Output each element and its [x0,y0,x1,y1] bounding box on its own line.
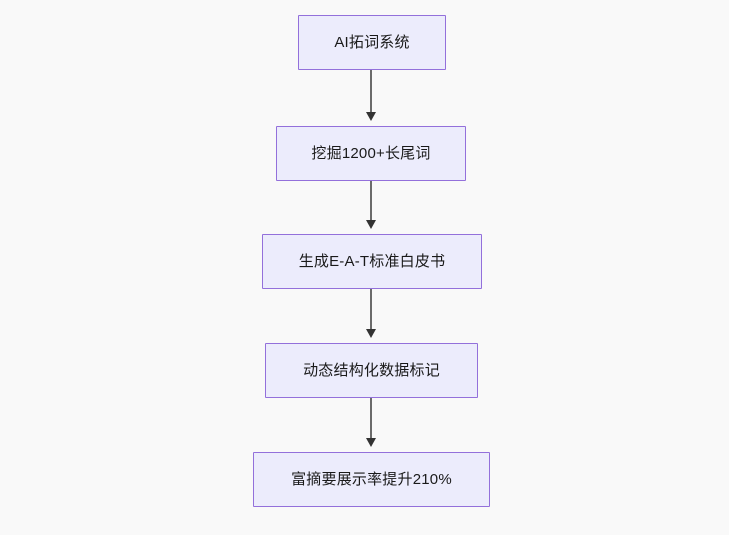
edge-n2-n3 [370,181,372,225]
flowchart-node-label: 动态结构化数据标记 [303,362,440,379]
arrowhead-n3-n4 [365,329,376,338]
arrowhead-n2-n3 [365,220,376,229]
flowchart-node-label: 生成E-A-T标准白皮书 [298,253,446,270]
flowchart-node-generate-eat-whitepaper[interactable]: 生成E-A-T标准白皮书 [262,234,482,289]
flowchart-node-mine-longtail-keywords[interactable]: 挖掘1200+长尾词 [276,126,466,181]
flowchart-node-rich-snippet-rate-increase[interactable]: 富摘要展示率提升210% [253,452,490,507]
flowchart-node-label: 富摘要展示率提升210% [291,471,452,488]
flowchart-node-label: 挖掘1200+长尾词 [311,145,431,162]
flowchart-node-ai-keyword-system[interactable]: AI拓词系统 [298,15,446,70]
edge-n1-n2 [370,70,372,117]
flowchart-node-label: AI拓词系统 [334,34,410,51]
arrowhead-n4-n5 [365,438,376,447]
edge-n3-n4 [370,289,372,334]
arrowhead-n1-n2 [365,112,376,121]
edge-n4-n5 [370,398,372,443]
flowchart-node-dynamic-structured-data-markup[interactable]: 动态结构化数据标记 [265,343,478,398]
